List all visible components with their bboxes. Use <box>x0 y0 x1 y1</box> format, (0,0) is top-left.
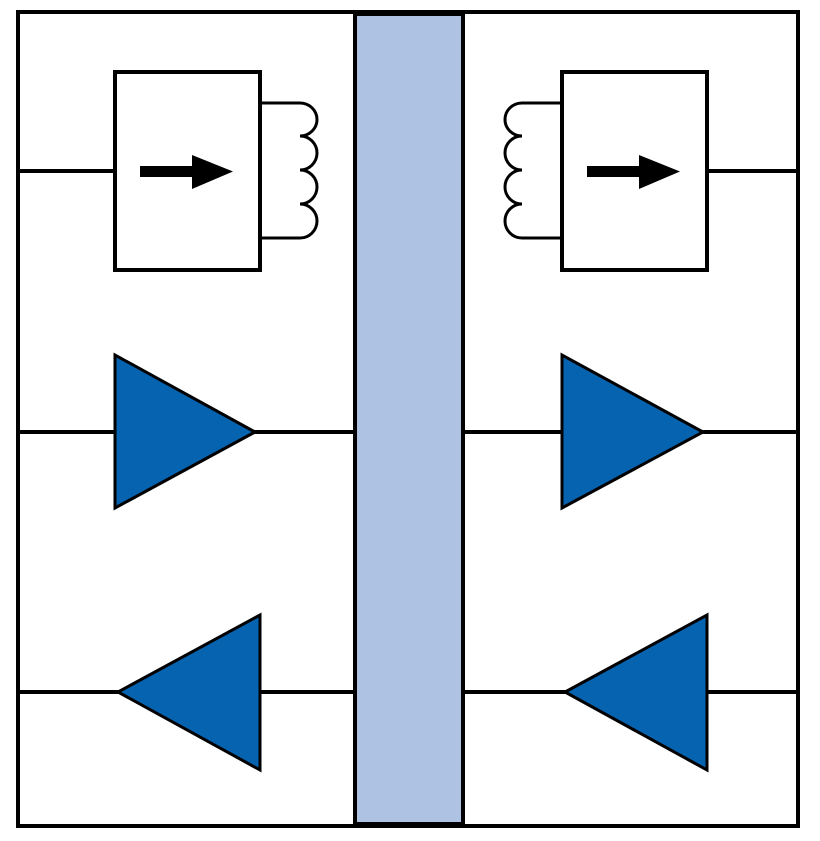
center-band <box>353 12 465 826</box>
right-transducer <box>503 70 797 272</box>
coil-icon <box>260 101 319 240</box>
right-arrow-icon <box>140 155 233 189</box>
left-forward-amplifier-icon <box>113 352 259 511</box>
coil-icon <box>503 101 562 240</box>
left-transducer <box>20 70 319 272</box>
right-forward-amplifier-icon <box>560 352 707 511</box>
right-reverse-amplifier-icon <box>561 612 709 773</box>
right-arrow-icon <box>587 155 680 189</box>
left-reverse-amplifier-icon <box>114 612 262 773</box>
